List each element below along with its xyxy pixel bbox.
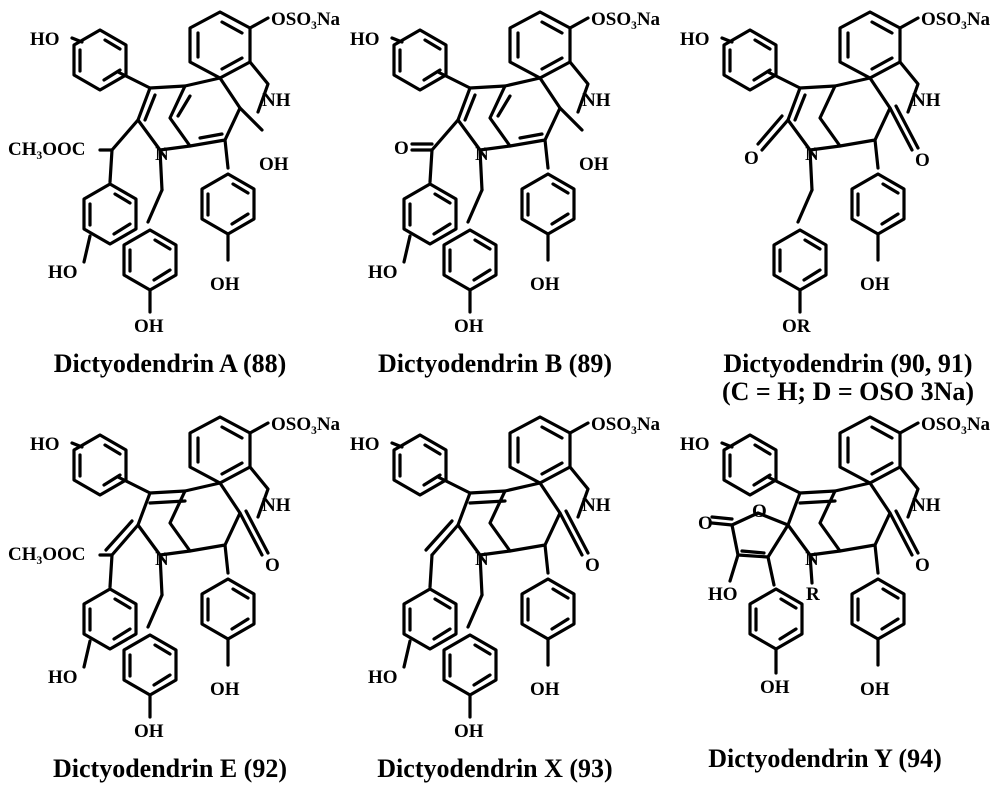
atom-label: N xyxy=(805,144,819,165)
atom-label: OSO₃Na xyxy=(591,414,661,435)
atom-label: OH xyxy=(860,274,890,295)
atom-label: HO xyxy=(708,584,738,605)
atom-label: O xyxy=(744,148,759,169)
atom-label: OH xyxy=(454,316,484,337)
atom-label: OH xyxy=(134,316,164,337)
compound-name: Dictyodendrin E (92) xyxy=(53,754,287,783)
atom-label: N xyxy=(475,549,489,570)
structure-dictyodendrin-b: OSO₃Na NH N OH HO O HO OH OH Dictyodendr… xyxy=(350,9,661,378)
atom-label: HO xyxy=(680,434,710,455)
atom-label: OH xyxy=(454,721,484,742)
atom-label: NH xyxy=(912,495,941,516)
atom-label: OSO₃Na xyxy=(921,414,991,435)
atom-label: OH xyxy=(530,274,560,295)
atom-label: NH xyxy=(912,90,941,111)
atom-label: R xyxy=(806,584,820,605)
structure-dictyodendrin-90-91: OSO₃Na NH N O O HO OH OR Dictyodendrin (… xyxy=(680,9,991,406)
structure-dictyodendrin-x: OSO₃Na NH N O HO HO OH OH Dictyodendrin … xyxy=(350,414,661,783)
atom-label: OH xyxy=(210,679,240,700)
compound-name: Dictyodendrin (90, 91) xyxy=(723,349,972,378)
atom-label: N xyxy=(155,144,169,165)
atom-label: OSO₃Na xyxy=(271,9,341,30)
atom-label: HO xyxy=(680,29,710,50)
atom-label: O xyxy=(752,501,767,522)
atom-label: OH xyxy=(134,721,164,742)
compound-name: Dictyodendrin A (88) xyxy=(54,349,287,378)
atom-label: NH xyxy=(582,90,611,111)
atom-label: N xyxy=(155,549,169,570)
atom-label: NH xyxy=(262,90,291,111)
atom-label: NH xyxy=(582,495,611,516)
atom-label: OR xyxy=(782,316,811,337)
atom-label: N xyxy=(805,549,819,570)
atom-label: HO xyxy=(368,667,398,688)
atom-label: OSO₃Na xyxy=(271,414,341,435)
atom-label: HO xyxy=(350,434,380,455)
atom-label: OH xyxy=(860,679,890,700)
atom-label: OH xyxy=(210,274,240,295)
atom-label: HO xyxy=(30,434,60,455)
compound-name: Dictyodendrin X (93) xyxy=(377,754,612,783)
atom-label: NH xyxy=(262,495,291,516)
atom-label: N xyxy=(475,144,489,165)
atom-label: OH xyxy=(259,154,289,175)
atom-label: CH₃OOC xyxy=(8,544,85,565)
structure-dictyodendrin-y: OSO₃Na NH N O O O HO R HO OH OH Dictyode… xyxy=(680,414,991,773)
atom-label: OH xyxy=(579,154,609,175)
atom-label: O xyxy=(265,555,280,576)
atom-label: HO xyxy=(350,29,380,50)
atom-label: HO xyxy=(368,262,398,283)
compound-subtitle: (C = H; D = OSO 3Na) xyxy=(722,377,974,406)
atom-label: OH xyxy=(530,679,560,700)
structure-dictyodendrin-a: OSO₃Na NH N OH HO CH₃OOC HO OH OH Dictyo… xyxy=(8,9,341,378)
compound-name: Dictyodendrin B (89) xyxy=(378,349,612,378)
atom-label: OSO₃Na xyxy=(921,9,991,30)
atom-label: O xyxy=(698,513,713,534)
atom-label: O xyxy=(585,555,600,576)
atom-label: CH₃OOC xyxy=(8,139,85,160)
compound-name: Dictyodendrin Y (94) xyxy=(708,744,942,773)
atom-label: HO xyxy=(48,262,78,283)
atom-label: OH xyxy=(760,677,790,698)
atom-label: HO xyxy=(48,667,78,688)
structure-dictyodendrin-e: OSO₃Na NH N O HO CH₃OOC HO OH OH Dictyod… xyxy=(8,414,341,783)
atom-label: OSO₃Na xyxy=(591,9,661,30)
atom-label: O xyxy=(394,138,409,159)
atom-label: O xyxy=(915,150,930,171)
atom-label: HO xyxy=(30,29,60,50)
atom-label: O xyxy=(915,555,930,576)
